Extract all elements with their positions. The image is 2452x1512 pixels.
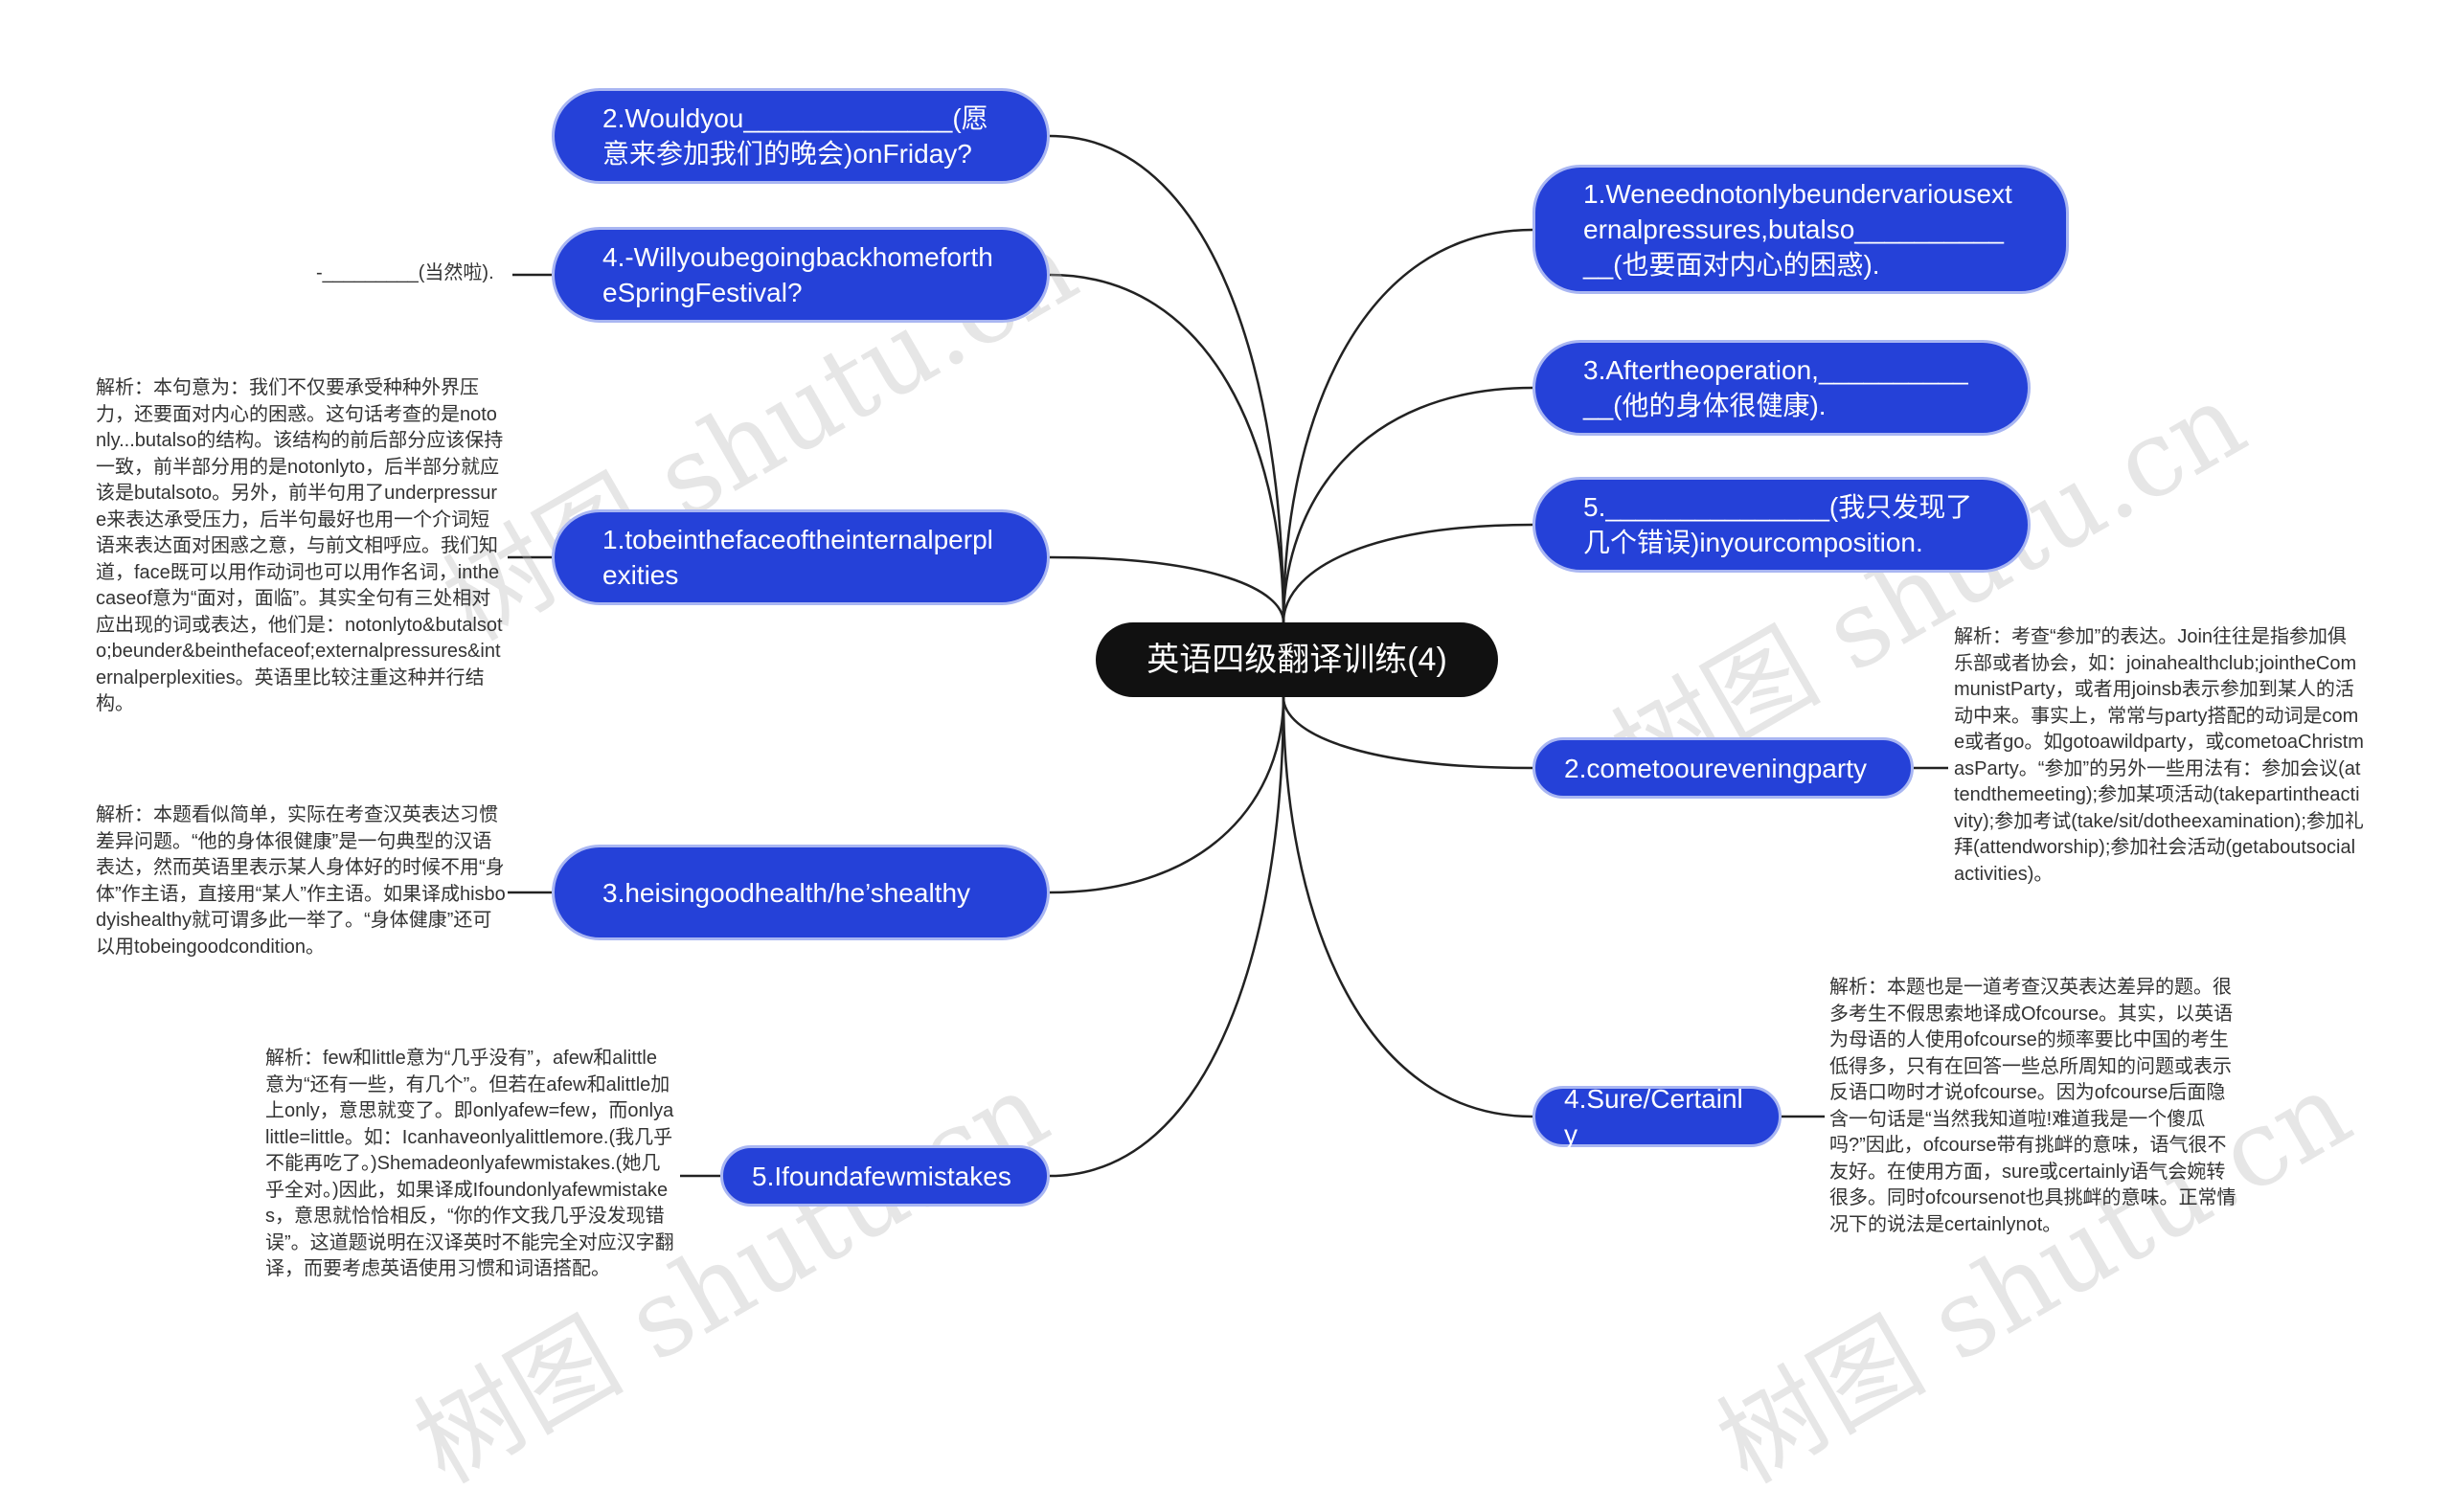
note-answer-3: 解析：本题看似简单，实际在考查汉英表达习惯差异问题。“他的身体很健康”是一句典型… <box>96 804 506 958</box>
answer-node-3[interactable]: 3.heisingoodhealth/he’shealthy <box>552 845 1050 940</box>
note-answer-1: 解析：本句意为：我们不仅要承受种种外界压力，还要面对内心的困惑。这句话考查的是n… <box>96 377 504 714</box>
question-node-4[interactable]: 4.-WillyoubegoingbackhomefortheSpringFes… <box>552 227 1050 323</box>
answer-node-2[interactable]: 2.cometooureveningparty <box>1532 737 1914 799</box>
connector-lines <box>508 134 1948 1178</box>
answer-node-5[interactable]: 5.Ifoundafewmistakes <box>720 1145 1050 1207</box>
note-answer-2: 解析：考查“参加”的表达。Join往往是指参加俱乐部或者协会，如：joinahe… <box>1954 626 2364 885</box>
edge-question-5 <box>1282 523 1533 623</box>
edge-question-4 <box>1049 273 1285 623</box>
edge-answer-2 <box>1282 696 1533 770</box>
question-node-2[interactable]: 2.Wouldyou______________(愿意来参加我们的晚会)onFr… <box>552 88 1050 184</box>
edge-answer-3 <box>1049 696 1285 894</box>
edge-question-2 <box>1049 134 1285 623</box>
question-node-3[interactable]: 3.Aftertheoperation,____________(他的身体很健康… <box>1532 340 2031 436</box>
answer-node-4[interactable]: 4.Sure/Certainly <box>1532 1084 1782 1149</box>
edge-answer-1 <box>1049 555 1285 623</box>
note-answer-5: 解析：few和little意为“几乎没有”，afew和alittle意为“还有一… <box>265 1048 674 1279</box>
question-node-5[interactable]: 5._______________(我只发现了几个错误)inyourcompos… <box>1532 477 2031 573</box>
edge-answer-4 <box>1282 696 1533 1118</box>
root-topic[interactable]: 英语四级翻译训练(4) <box>1096 622 1498 697</box>
answer-node-1[interactable]: 1.tobeinthefaceoftheinternalperplexities <box>552 509 1050 605</box>
hint-text: -_________(当然啦). <box>316 262 494 283</box>
note-answer-4: 解析：本题也是一道考查汉英表达差异的题。很多考生不假思索地译成Ofcourse。… <box>1829 977 2236 1235</box>
edge-question-3 <box>1282 386 1533 623</box>
edge-question-1 <box>1282 228 1533 623</box>
edge-answer-5 <box>1049 696 1285 1178</box>
question-node-1[interactable]: 1.Weneednotonlybeundervariousexternalpre… <box>1532 165 2069 294</box>
